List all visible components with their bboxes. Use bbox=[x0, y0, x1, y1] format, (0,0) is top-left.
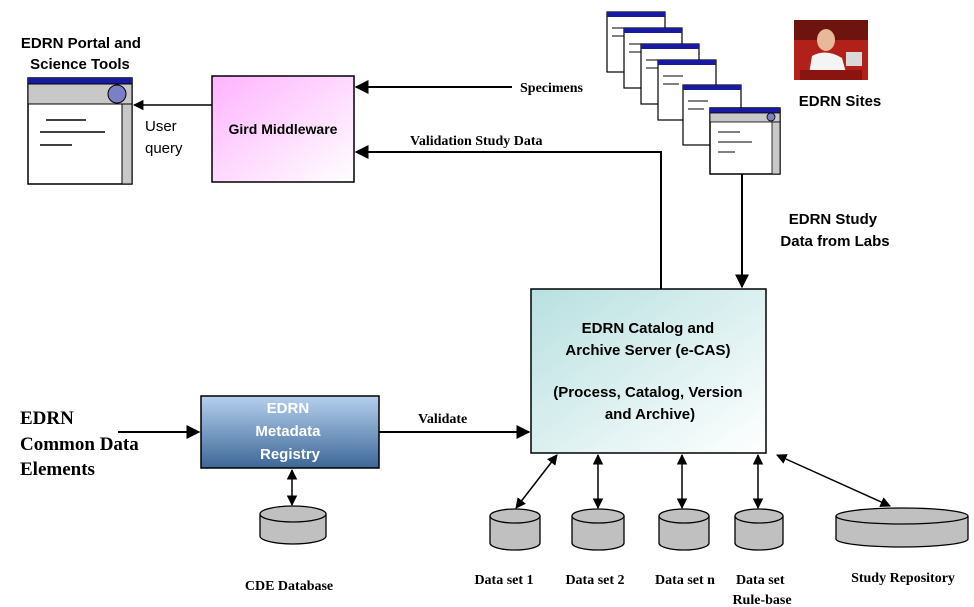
portal-title: EDRN Portal and Science Tools bbox=[21, 35, 145, 73]
middleware-label: Gird Middleware bbox=[229, 121, 338, 137]
study-repository-database-icon bbox=[835, 507, 969, 548]
sites-label: EDRN Sites bbox=[799, 93, 882, 110]
dataset-2-label: Data set 2 bbox=[565, 573, 624, 588]
document-stack-icon bbox=[606, 11, 781, 175]
ecas-label: EDRN Catalog and Archive Server (e-CAS) … bbox=[553, 320, 746, 423]
lab-photo-icon bbox=[794, 20, 868, 80]
dataset-1-database-icon bbox=[489, 508, 541, 551]
common-data-elements-label: EDRN Common Data Elements bbox=[20, 408, 144, 480]
middleware-box bbox=[211, 75, 355, 183]
registry-box bbox=[200, 395, 380, 469]
portal-window-icon bbox=[27, 77, 133, 185]
study-data-label: EDRN Study Data from Labs bbox=[780, 211, 889, 250]
user-query-label: User query bbox=[145, 118, 183, 157]
dataset-2-database-icon bbox=[571, 508, 625, 551]
dataset-rulebase-database-icon bbox=[734, 508, 784, 551]
study-repository-label: Study Repository bbox=[851, 571, 955, 586]
validation-study-label: Validation Study Data bbox=[410, 134, 543, 149]
dataset-n-database-icon bbox=[658, 508, 710, 551]
ecas-box bbox=[530, 288, 767, 454]
cde-db-label: CDE Database bbox=[245, 579, 333, 594]
registry-label: EDRN Metadata Registry bbox=[255, 400, 324, 463]
specimens-label: Specimens bbox=[520, 81, 584, 96]
cde-database-icon bbox=[259, 505, 327, 545]
dataset-n-label: Data set n bbox=[655, 573, 715, 588]
dataset-1-label: Data set 1 bbox=[474, 573, 533, 588]
dataset-1-arrow bbox=[515, 454, 558, 509]
validate-label: Validate bbox=[418, 412, 467, 427]
dataset-rulebase-label: Data set Rule-base bbox=[732, 573, 791, 607]
validation-study-arrow bbox=[354, 145, 662, 290]
study-repository-arrow bbox=[776, 454, 891, 507]
